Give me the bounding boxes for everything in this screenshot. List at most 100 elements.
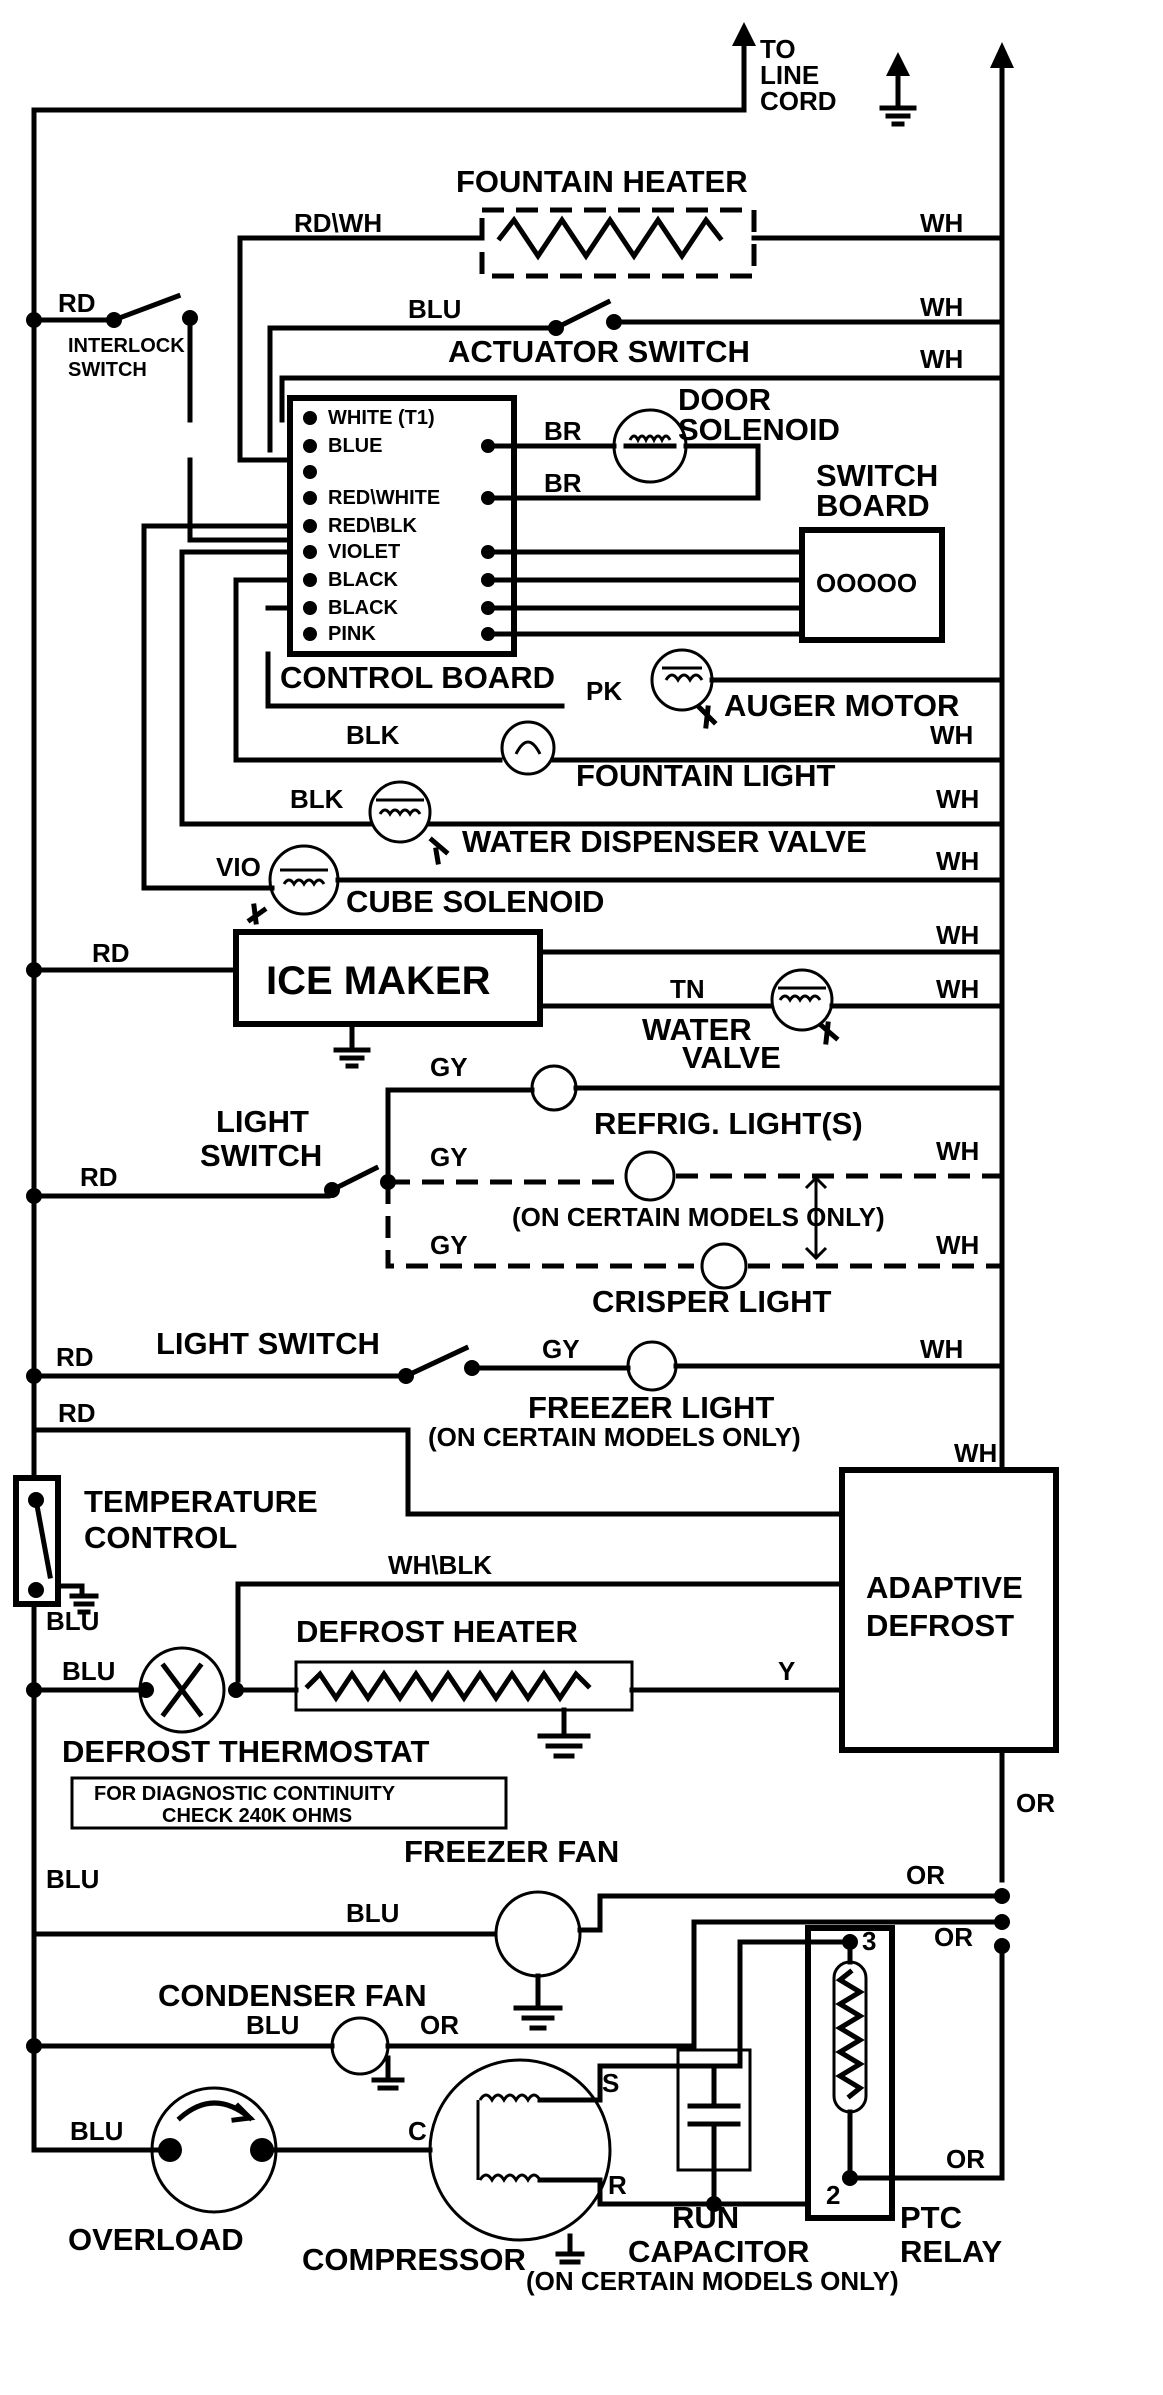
refrig-light-switch	[26, 1087, 535, 1204]
freezer-fan: BLU	[31, 1864, 1010, 2031]
freezer-light-switch	[26, 1340, 1005, 1392]
compressor	[428, 2047, 823, 2265]
interlock-switch-label: INTERLOCK SWITCH	[68, 335, 190, 381]
wire-gy-label: GY	[430, 1052, 468, 1082]
ice-maker	[26, 929, 1005, 1069]
auger-motor	[650, 648, 1005, 729]
wire-blu-label: BLU	[246, 2010, 299, 2040]
relay-terminal-2: 2	[826, 2180, 840, 2210]
compressor-terminal-r: R	[608, 2170, 627, 2200]
defrost-heater	[233, 1660, 845, 1759]
wire-gy-label: GY	[430, 1142, 468, 1172]
wire-or-label: OR	[420, 2010, 459, 2040]
temperature-control	[13, 1427, 845, 1615]
wire-wh-label: WH	[920, 344, 963, 374]
optional-refrig-light	[385, 1150, 1002, 1290]
cube-solenoid	[141, 844, 1005, 925]
auger-motor-label: AUGER MOTOR	[724, 688, 959, 723]
wire-gy-label: GY	[430, 1230, 468, 1260]
water-dispenser-valve	[179, 780, 1005, 865]
water-valve-label: WATER VALVE	[642, 1012, 781, 1075]
wire-blu-label: BLU	[46, 1864, 99, 1894]
overload	[31, 2086, 433, 2214]
fountain-heater-label: FOUNTAIN HEATER	[456, 164, 748, 199]
wire-wh-label: WH	[936, 1136, 979, 1166]
wire-or-label: OR	[934, 1922, 973, 1952]
wire-wh-label: WH	[936, 784, 979, 814]
adaptive-defrost-label: ADAPTIVE DEFROST	[866, 1570, 1031, 1643]
wire-blu-label: BLU	[408, 294, 461, 324]
compressor-terminal-c: C	[408, 2116, 427, 2146]
wire-blu-label: BLU	[70, 2116, 123, 2146]
freezer-fan-label: FREEZER FAN	[404, 1834, 619, 1869]
water-dispenser-valve-label: WATER DISPENSER VALVE	[462, 824, 867, 859]
compressor-label: COMPRESSOR	[302, 2242, 526, 2277]
wire-wh-label: WH	[936, 974, 979, 1004]
wire-rdwh-label: RD\WH	[294, 208, 382, 238]
temperature-control-label: TEMPERATURE CONTROL	[84, 1484, 326, 1555]
adaptive-defrost	[235, 1437, 1059, 1883]
ptc-relay	[737, 1925, 1010, 2221]
switch-board-label: SWITCH BOARD	[816, 458, 947, 523]
defrost-thermostat	[26, 1646, 244, 1734]
wire-vio-label: VIO	[216, 852, 261, 882]
wire-rd-label: RD	[80, 1162, 118, 1192]
wire-gy-label: GY	[542, 1334, 580, 1364]
freezer-light-note: (ON CERTAIN MODELS ONLY)	[428, 1422, 801, 1452]
condenser-fan	[26, 1914, 1010, 2091]
actuator-switch	[267, 298, 1005, 453]
water-valve	[770, 968, 1005, 1045]
wire-wh-label: WH	[930, 720, 973, 750]
wire-blu-label: BLU	[346, 1898, 399, 1928]
relay-terminal-3: 3	[862, 1926, 876, 1956]
freezer-light-label: FREEZER LIGHT	[528, 1390, 774, 1425]
wire-wh-label: WH	[920, 1334, 963, 1364]
wire-or-label: OR	[906, 1860, 945, 1890]
refrig-light	[530, 1064, 1005, 1112]
ptc-relay-label: PTC RELAY	[900, 2200, 1003, 2269]
wire-wh-label: WH	[936, 1230, 979, 1260]
wire-blk-label: BLK	[290, 784, 344, 814]
wire-rd-label: RD	[58, 288, 96, 318]
wire-y-label: Y	[778, 1656, 795, 1686]
control-board-label: CONTROL BOARD	[280, 660, 555, 695]
ice-maker-label: ICE MAKER	[266, 959, 491, 1003]
wire-wh-label: WH	[954, 1438, 997, 1468]
wire-br-label: BR	[544, 468, 582, 498]
door-solenoid-label: DOOR SOLENOID	[678, 382, 840, 447]
on-certain-models-label: (ON CERTAIN MODELS ONLY)	[512, 1202, 885, 1232]
wire-or-label: OR	[946, 2144, 985, 2174]
interlock-switch	[26, 292, 293, 543]
fountain-heater	[237, 207, 1005, 463]
defrost-thermostat-label: DEFROST THERMOSTAT	[62, 1734, 429, 1769]
fountain-light	[233, 720, 1005, 776]
wire-blk-label: BLK	[346, 720, 400, 750]
wire-rd-label: RD	[58, 1398, 96, 1428]
wire-blu-label: BLU	[62, 1656, 115, 1686]
diagnostic-note-text: FOR DIAGNOSTIC CONTINUITY CHECK 240K OHM…	[94, 1783, 400, 1827]
crisper-light-label: CRISPER LIGHT	[592, 1284, 831, 1319]
control-board-terminal-labels: WHITE (T1) BLUE RED\WHITE RED\BLK VIOLET…	[328, 407, 446, 645]
wire-wh-label: WH	[936, 846, 979, 876]
wire-wh-label: WH	[920, 292, 963, 322]
control-board	[265, 395, 565, 709]
wire-wh-label: WH	[920, 208, 963, 238]
wire-rd-label: RD	[92, 938, 130, 968]
wire-br-label: BR	[544, 416, 582, 446]
wire-or-label: OR	[1016, 1788, 1055, 1818]
compressor-terminal-s: S	[602, 2068, 619, 2098]
switch-board	[485, 527, 945, 643]
run-capacitor	[676, 2048, 752, 2212]
refrig-lights-label: REFRIG. LIGHT(S)	[594, 1106, 863, 1141]
wire-wh-label: WH	[936, 920, 979, 950]
overload-label: OVERLOAD	[68, 2222, 244, 2257]
run-capacitor-note: (ON CERTAIN MODELS ONLY)	[526, 2266, 899, 2296]
wire-rd-label: RD	[56, 1342, 94, 1372]
wire-blu-label: BLU	[46, 1606, 99, 1636]
fountain-light-label: FOUNTAIN LIGHT	[576, 758, 836, 793]
wire-tn-label: TN	[670, 974, 705, 1004]
light-switch-freezer-label: LIGHT SWITCH	[156, 1326, 380, 1361]
condenser-fan-label: CONDENSER FAN	[158, 1978, 427, 2013]
